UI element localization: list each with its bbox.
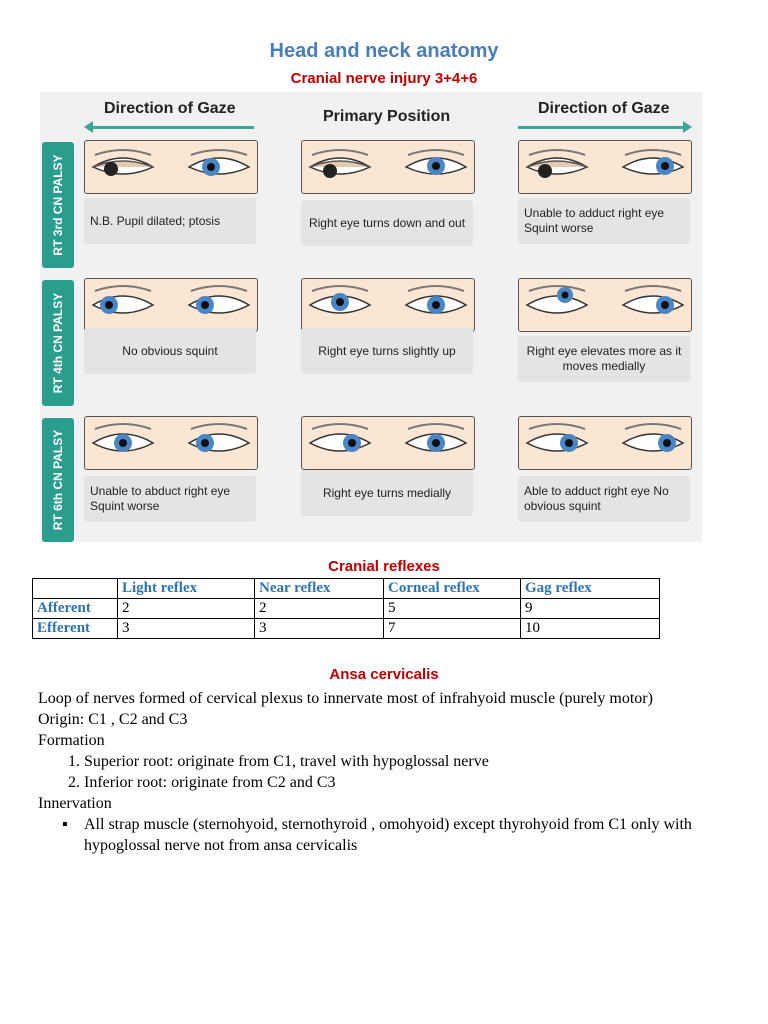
note-3rd-primary: Right eye turns down and out [301, 200, 473, 246]
primary-position-header: Primary Position [323, 108, 451, 125]
table-row: Light reflex Near reflex Corneal reflex … [32, 578, 660, 599]
eyes-6th-left-gaze [84, 416, 258, 470]
row-label-3rd-cn: RT 3rd CN PALSY [42, 142, 74, 268]
list-item: Inferior root: originate from C2 and C3 [84, 772, 748, 793]
table-cell: 3 [117, 618, 255, 639]
table-header-cell: Corneal reflex [383, 578, 521, 599]
table-cell: 10 [520, 618, 660, 639]
note-4th-right: Right eye elevates more as it moves medi… [518, 336, 690, 382]
eyes-6th-primary [301, 416, 475, 470]
table-cell: 3 [254, 618, 384, 639]
note-6th-right: Able to adduct right eye No obvious squi… [518, 476, 690, 522]
eyes-3rd-right-gaze [518, 140, 692, 194]
gaze-right-header: Direction of Gaze [538, 100, 670, 117]
eyes-4th-primary [301, 278, 475, 332]
note-3rd-right: Unable to adduct right eye Squint worse [518, 198, 690, 244]
row-label-4th-cn: RT 4th CN PALSY [42, 280, 74, 406]
ansa-innervation-heading: Innervation [38, 795, 112, 812]
eyes-6th-right-gaze [518, 416, 692, 470]
table-cell: 7 [383, 618, 521, 639]
note-6th-primary: Right eye turns medially [301, 470, 473, 516]
eyes-3rd-left-gaze [84, 140, 258, 194]
table-header-cell [32, 578, 118, 599]
eyes-4th-left-gaze [84, 278, 258, 332]
table-cell: 9 [520, 598, 660, 619]
ansa-body: Loop of nerves formed of cervical plexus… [38, 688, 748, 856]
table-cell: 2 [254, 598, 384, 619]
gaze-right-arrow [518, 121, 692, 133]
reflexes-heading: Cranial reflexes [328, 558, 440, 575]
note-4th-primary: Right eye turns slightly up [301, 328, 473, 374]
page-title: Head and neck anatomy [269, 40, 499, 62]
row-label-6th-cn: RT 6th CN PALSY [42, 418, 74, 542]
table-row: Efferent 3 3 7 10 [32, 618, 660, 639]
ansa-heading: Ansa cervicalis [329, 666, 439, 683]
eyes-4th-right-gaze [518, 278, 692, 332]
eyes-3rd-primary [301, 140, 475, 194]
note-4th-left: No obvious squint [84, 328, 256, 374]
table-header-cell: Light reflex [117, 578, 255, 599]
row-label-afferent: Afferent [32, 598, 118, 619]
note-3rd-left: N.B. Pupil dilated; ptosis [84, 198, 256, 244]
list-item: Superior root: originate from C1, travel… [84, 751, 748, 772]
table-header-cell: Gag reflex [520, 578, 660, 599]
table-cell: 5 [383, 598, 521, 619]
ansa-description: Loop of nerves formed of cervical plexus… [38, 690, 653, 707]
table-cell: 2 [117, 598, 255, 619]
reflexes-table: Light reflex Near reflex Corneal reflex … [32, 578, 660, 639]
table-header-cell: Near reflex [254, 578, 384, 599]
cranial-nerve-palsy-figure: Direction of Gaze Primary Position Direc… [40, 92, 702, 542]
note-6th-left: Unable to abduct right eye Squint worse [84, 476, 256, 522]
table-row: Afferent 2 2 5 9 [32, 598, 660, 619]
list-item: All strap muscle (sternohyoid, sternothy… [62, 814, 748, 856]
ansa-formation-heading: Formation [38, 732, 105, 749]
row-label-efferent: Efferent [32, 618, 118, 639]
ansa-origin: Origin: C1 , C2 and C3 [38, 711, 188, 728]
gaze-left-header: Direction of Gaze [104, 100, 236, 117]
gaze-left-arrow [84, 121, 254, 133]
innervation-list: All strap muscle (sternohyoid, sternothy… [38, 814, 748, 856]
page-subtitle: Cranial nerve injury 3+4+6 [290, 70, 478, 87]
formation-list: Superior root: originate from C1, travel… [38, 751, 748, 793]
